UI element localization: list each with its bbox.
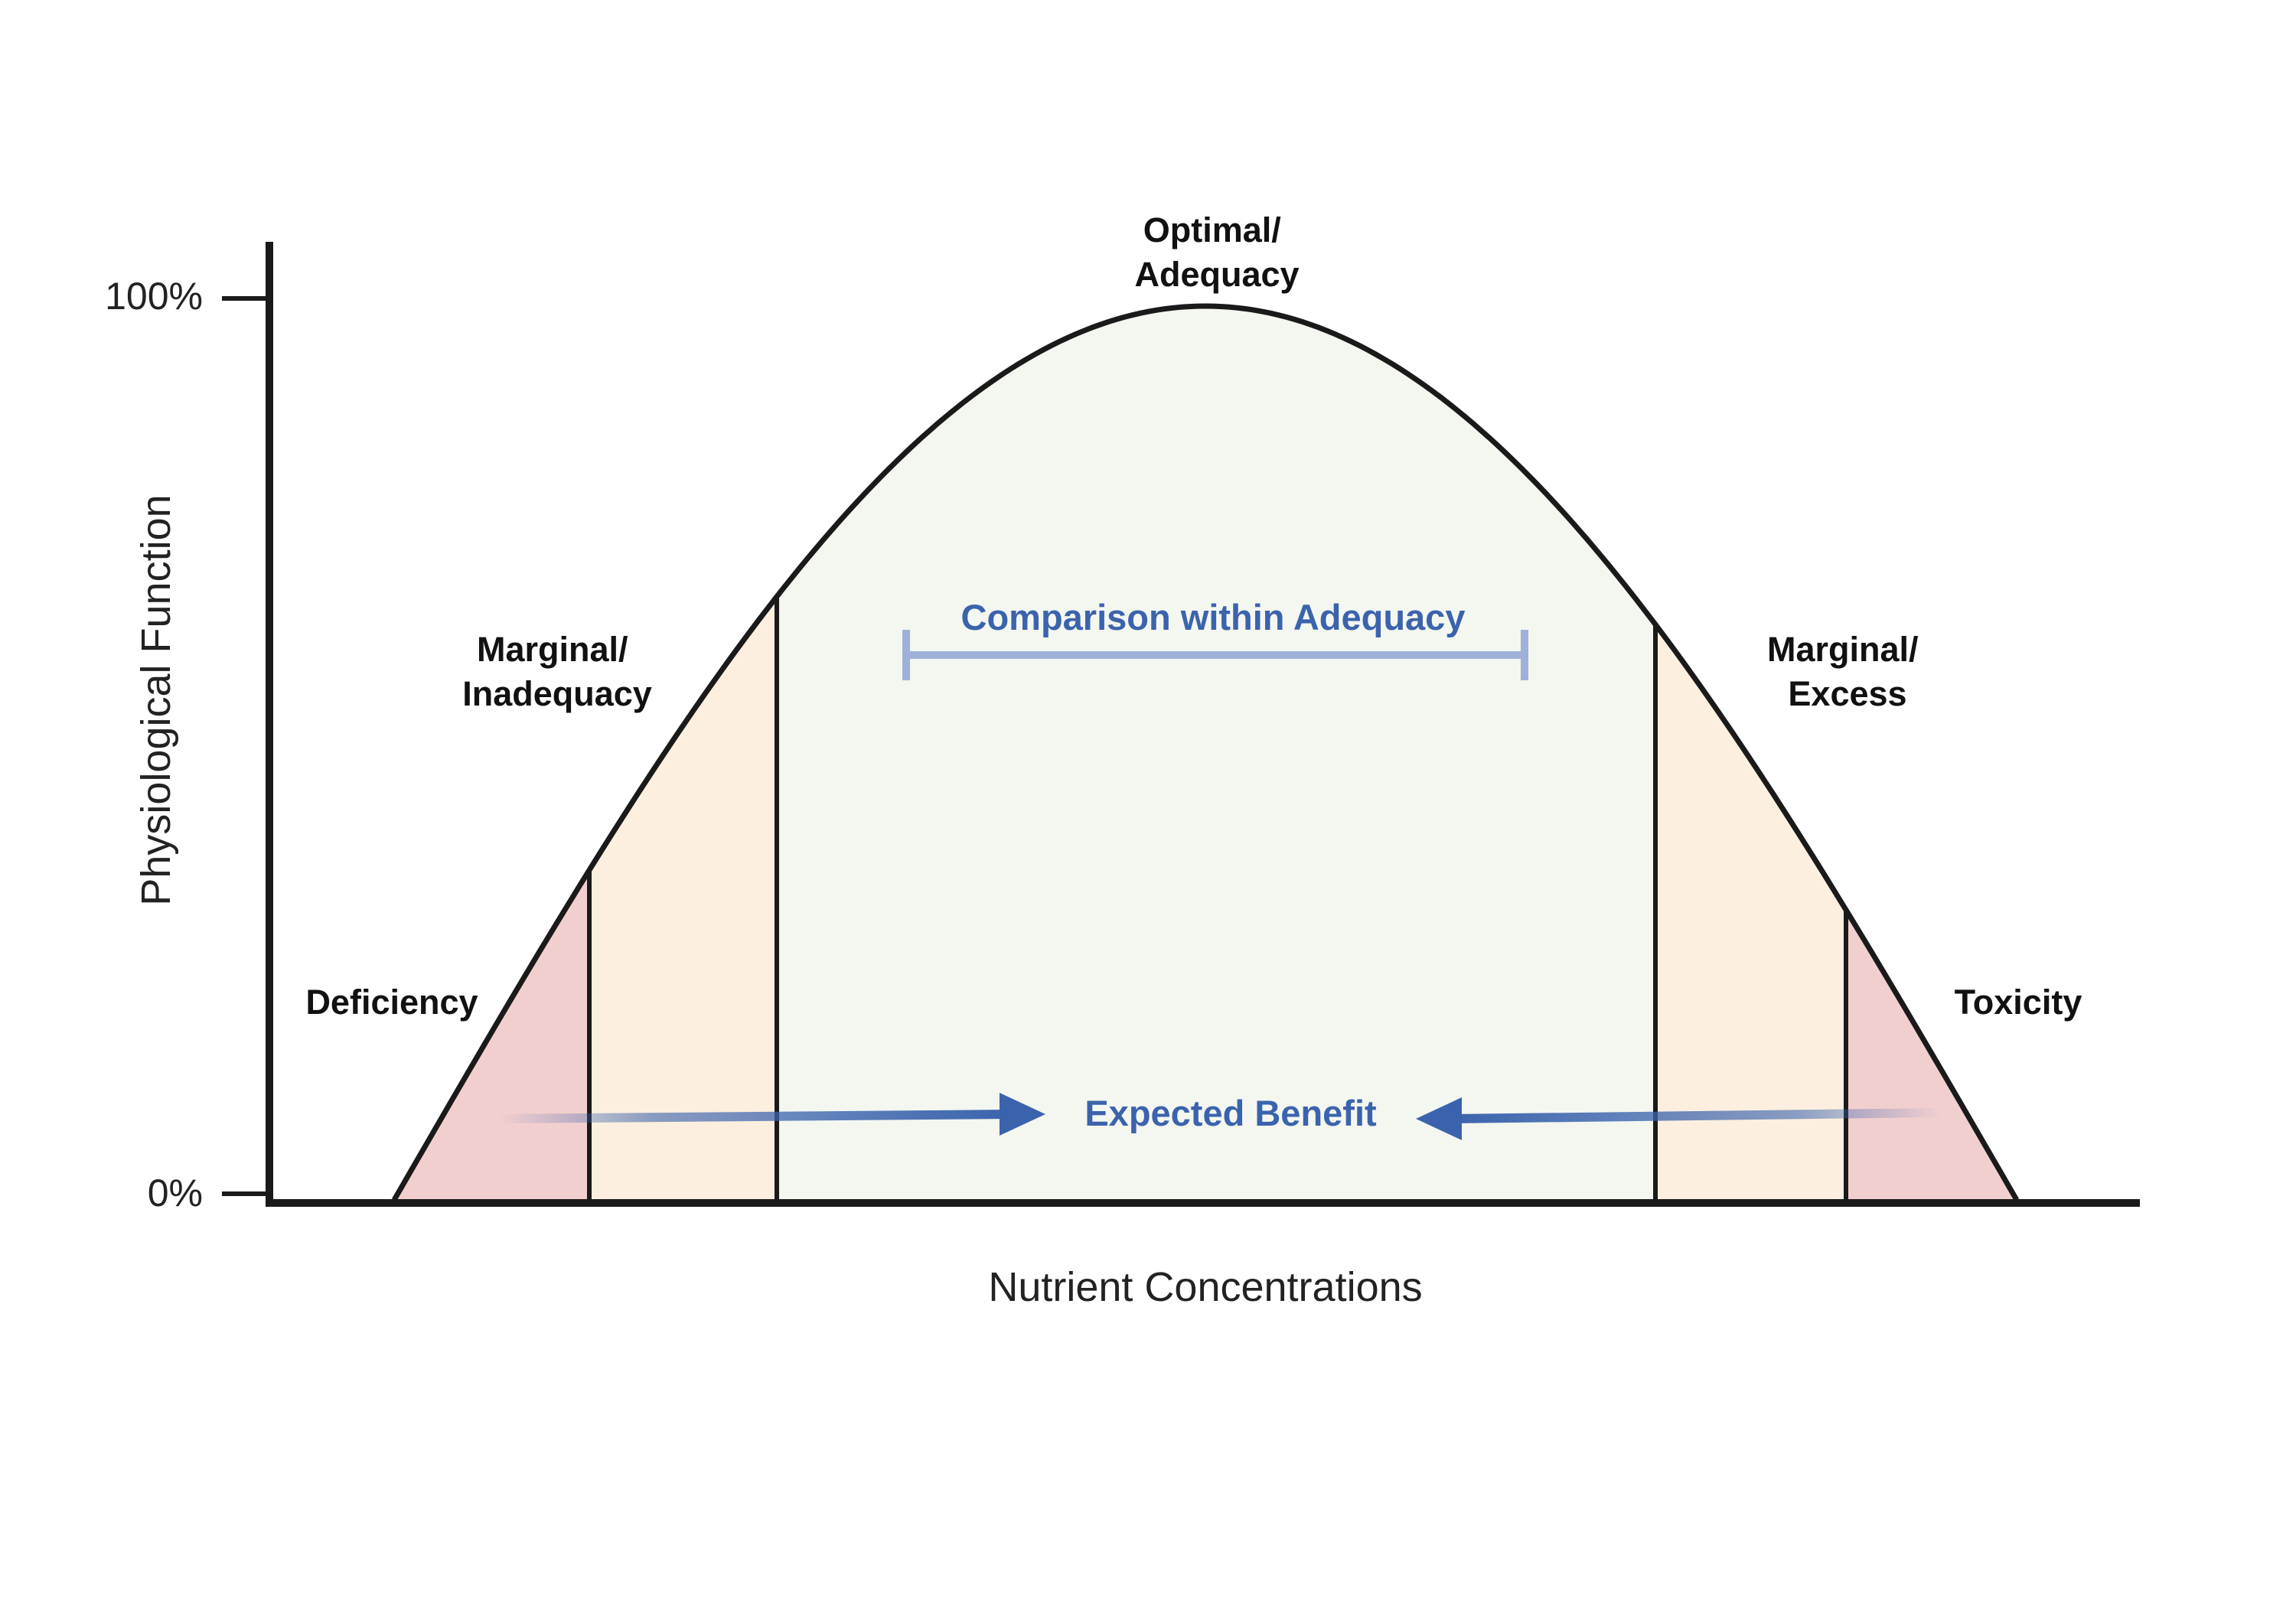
bell-curve xyxy=(391,303,2020,1201)
y-tick-label-100: 100% xyxy=(105,275,203,318)
y-tick-label-0: 0% xyxy=(148,1172,203,1214)
marginal-excess-zone xyxy=(1655,624,1846,1200)
expected-benefit-arrow-right xyxy=(1452,1108,1942,1123)
arrow-right-head xyxy=(1000,1093,1045,1136)
x-axis-label: Nutrient Concentrations xyxy=(988,1264,1422,1310)
marginal-inadequacy-label: Marginal/ Inadequacy xyxy=(462,630,652,713)
deficiency-label: Deficiency xyxy=(305,983,478,1022)
marginal-inadequacy-zone xyxy=(589,596,777,1200)
marginal-excess-label: Marginal/ Excess xyxy=(1767,630,1928,713)
expected-benefit-arrow-left xyxy=(498,1110,1011,1123)
optimal-adequacy-label: Optimal/ Adequacy xyxy=(1134,210,1299,294)
expected-benefit-label: Expected Benefit xyxy=(1084,1093,1377,1133)
y-axis-label: Physiological Function xyxy=(133,494,179,905)
arrow-left-head xyxy=(1416,1097,1462,1140)
comparison-label: Comparison within Adequacy xyxy=(961,597,1466,637)
optimal-adequacy-zone xyxy=(777,306,1655,1200)
toxicity-label: Toxicity xyxy=(1955,983,2082,1022)
